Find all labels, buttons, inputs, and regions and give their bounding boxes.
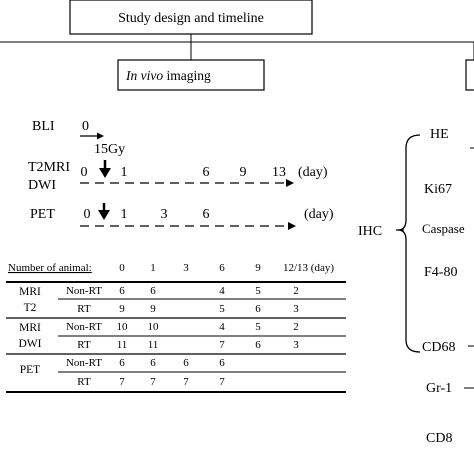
extra-markers: Gr-1 CD8 bbox=[426, 381, 474, 446]
ihc-item: F4-80 bbox=[424, 265, 457, 280]
ihc-item: Ki67 bbox=[424, 182, 452, 197]
bli-label: BLI bbox=[32, 119, 55, 134]
imaging-box bbox=[117, 59, 265, 91]
pet-timeline: PET 0 1 3 6 (day) bbox=[30, 203, 334, 230]
ihc-item: HE bbox=[430, 127, 449, 142]
mri-day: 6 bbox=[203, 165, 210, 180]
table-cell: 6 bbox=[183, 357, 189, 369]
table-header-day: 0 bbox=[119, 262, 125, 274]
ihc-item: Caspase bbox=[422, 221, 465, 236]
animal-count-table: Number of animal: 0 1 3 6 9 12/13 (day) … bbox=[6, 262, 346, 393]
imaging-rest: imaging bbox=[163, 68, 211, 83]
mri-day: 0 bbox=[81, 165, 88, 180]
table-header-label: Number of animal: bbox=[8, 262, 92, 274]
group-label: T2 bbox=[24, 302, 37, 314]
row-group: Non-RT bbox=[66, 357, 102, 369]
table-cell: 5 bbox=[255, 285, 261, 297]
table-cell: 7 bbox=[150, 376, 156, 388]
table-cell: 6 bbox=[255, 339, 261, 351]
table-cell: 6 bbox=[150, 285, 156, 297]
row-group: RT bbox=[77, 303, 91, 315]
table-cell: 10 bbox=[148, 321, 160, 333]
ihc-brace bbox=[397, 134, 421, 353]
table-cell: 7 bbox=[119, 376, 125, 388]
table-cell: 6 bbox=[119, 285, 125, 297]
table-header-day: 3 bbox=[183, 262, 189, 274]
imaging-box-text: In vivo imaging bbox=[125, 68, 211, 83]
table-cell: 7 bbox=[219, 376, 225, 388]
ihc-group: IHC HE Ki67 Caspase F4-80 CD68 bbox=[358, 127, 474, 355]
row-group: RT bbox=[77, 339, 91, 351]
table-cell: 6 bbox=[219, 357, 225, 369]
pet-irradiation-arrow-icon bbox=[98, 210, 110, 220]
table-cell: 2 bbox=[293, 285, 299, 297]
table-header-day: 1 bbox=[150, 262, 156, 274]
table-cell: 6 bbox=[119, 357, 125, 369]
table-cell: 4 bbox=[219, 285, 225, 297]
table-cell: 3 bbox=[293, 339, 299, 351]
ihc-box-partial bbox=[465, 59, 474, 91]
row-group: Non-RT bbox=[66, 285, 102, 297]
table-cell: 5 bbox=[219, 303, 225, 315]
pet-arrow-head bbox=[288, 222, 296, 230]
title-text: Study design and timeline bbox=[118, 11, 264, 26]
mri-arrow-head bbox=[286, 179, 294, 187]
group-label: DWI bbox=[19, 338, 42, 350]
marker-item: Gr-1 bbox=[426, 381, 452, 396]
irradiation-arrow-icon bbox=[99, 168, 111, 178]
imaging-italic: In vivo bbox=[125, 68, 163, 83]
bli-arrow-head bbox=[97, 132, 104, 140]
table-header-day: 12/13 (day) bbox=[283, 262, 334, 274]
table-cell: 11 bbox=[148, 339, 159, 351]
table-cell: 4 bbox=[219, 321, 225, 333]
table-cell: 5 bbox=[255, 321, 261, 333]
row-group: RT bbox=[77, 376, 91, 388]
mri-day: 13 bbox=[272, 165, 286, 180]
table-header-day: 6 bbox=[219, 262, 225, 274]
table-cell: 7 bbox=[219, 339, 225, 351]
imaging-group: In vivo imaging bbox=[117, 59, 474, 91]
group-label: MRI bbox=[19, 286, 41, 298]
mri-timeline: T2MRI DWI 0 1 6 9 13 (day) bbox=[28, 160, 328, 193]
pet-day-unit: (day) bbox=[304, 207, 334, 222]
bli-day0: 0 bbox=[82, 119, 89, 134]
group-label: MRI bbox=[19, 322, 41, 334]
table-cell: 3 bbox=[293, 303, 299, 315]
table-cell: 6 bbox=[150, 357, 156, 369]
pet-day: 1 bbox=[121, 207, 128, 222]
mri-day: 9 bbox=[240, 165, 247, 180]
table-cell: 9 bbox=[119, 303, 125, 315]
table-cell: 11 bbox=[117, 339, 128, 351]
table-cell: 9 bbox=[150, 303, 156, 315]
table-cell: 7 bbox=[183, 376, 189, 388]
table-header-day: 9 bbox=[255, 262, 261, 274]
pet-day: 6 bbox=[203, 207, 210, 222]
table-cell: 10 bbox=[117, 321, 129, 333]
dose-label: 15Gy bbox=[94, 142, 125, 157]
ihc-item: CD68 bbox=[422, 340, 455, 355]
pet-label: PET bbox=[30, 207, 55, 222]
mri-day-unit: (day) bbox=[298, 165, 328, 180]
table-cell: 6 bbox=[255, 303, 261, 315]
t2mri-label: T2MRI bbox=[28, 160, 70, 175]
table-cell: 2 bbox=[293, 321, 299, 333]
bli-timeline: BLI 0 15Gy bbox=[32, 119, 125, 178]
title-group: Study design and timeline bbox=[0, 0, 474, 60]
row-group: Non-RT bbox=[66, 321, 102, 333]
group-label: PET bbox=[20, 364, 40, 376]
pet-day: 3 bbox=[161, 207, 168, 222]
mri-day: 1 bbox=[121, 165, 128, 180]
dwi-label: DWI bbox=[28, 178, 56, 193]
pet-day: 0 bbox=[84, 207, 91, 222]
ihc-label: IHC bbox=[358, 224, 382, 239]
marker-item: CD8 bbox=[426, 431, 452, 446]
title-box bbox=[69, 0, 313, 35]
